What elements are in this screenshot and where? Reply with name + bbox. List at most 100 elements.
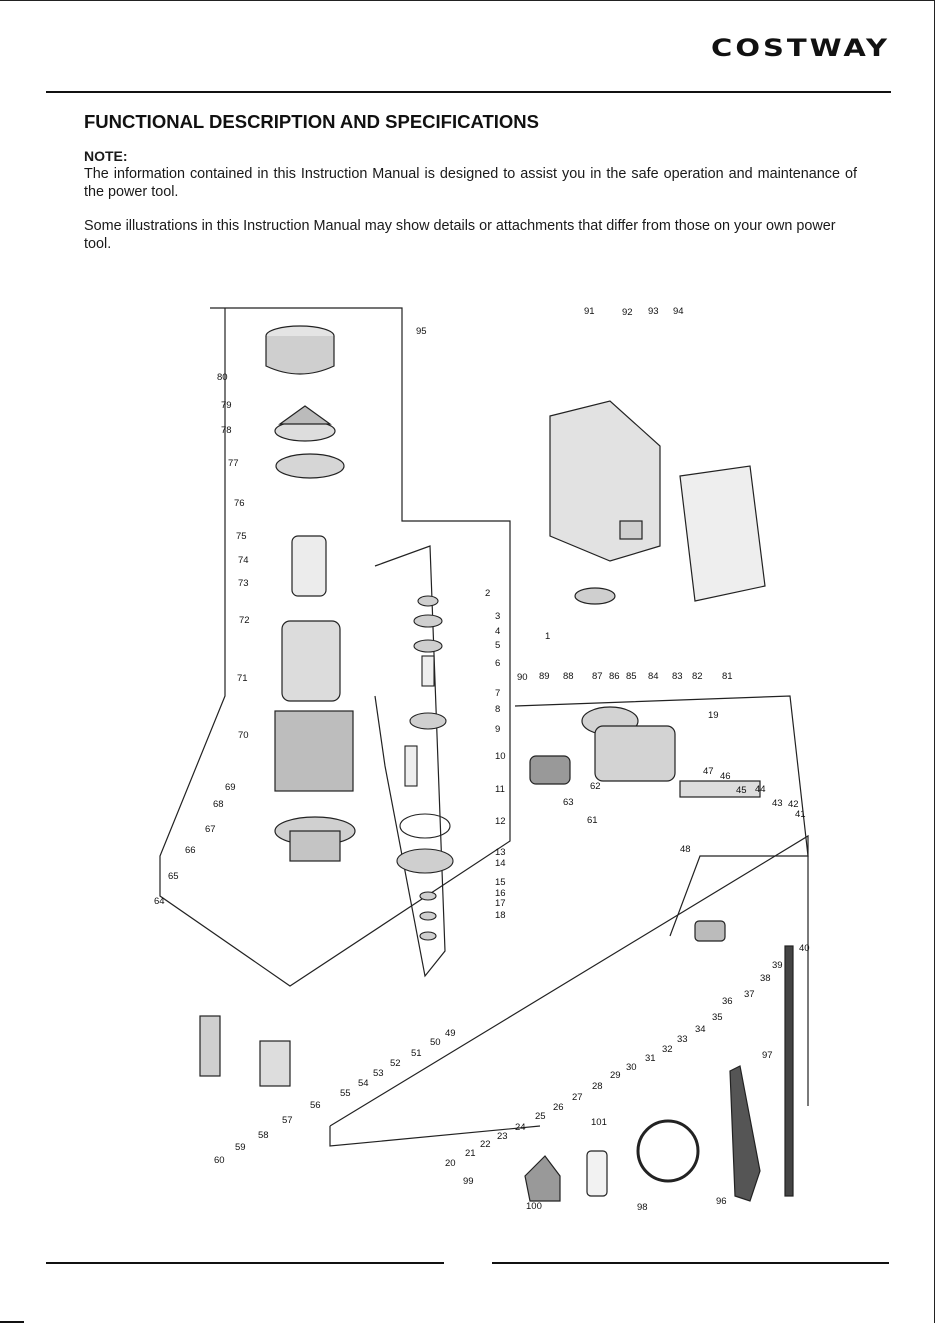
part-label: 86 (609, 671, 620, 682)
part-label: 77 (228, 458, 239, 469)
motor-parts (265, 325, 356, 862)
part-label: 43 (772, 798, 783, 809)
part-label: 11 (495, 784, 505, 795)
part-label: 27 (572, 1092, 583, 1103)
note-label: NOTE: (84, 148, 128, 164)
part-label: 89 (539, 671, 550, 682)
part-label: 5 (495, 640, 500, 651)
part-label: 80 (217, 372, 228, 383)
part-label: 49 (445, 1028, 456, 1039)
part-label: 55 (340, 1088, 351, 1099)
part-label: 36 (722, 996, 733, 1007)
part-label: 8 (495, 704, 500, 715)
part-label: 4 (495, 626, 500, 637)
footer-rule-right (492, 1262, 889, 1264)
part-label: 100 (526, 1201, 542, 1212)
part-label: 96 (716, 1196, 727, 1207)
part-label: 48 (680, 844, 691, 855)
part-label: 95 (416, 326, 427, 337)
part-label: 30 (626, 1062, 637, 1073)
part-label: 78 (221, 425, 232, 436)
part-label: 3 (495, 611, 500, 622)
part-label: 61 (587, 815, 598, 826)
brand-logo: COSTWAY (711, 34, 890, 62)
part-label: 23 (497, 1131, 508, 1142)
part-label: 9 (495, 724, 500, 735)
part-label: 99 (463, 1176, 474, 1187)
part-label: 46 (720, 771, 731, 782)
part-label: 31 (645, 1053, 656, 1064)
part-label: 97 (762, 1050, 773, 1061)
part-label: 2 (485, 588, 490, 599)
note-paragraph-1: The information contained in this Instru… (84, 166, 857, 200)
part-label: 13 (495, 847, 506, 858)
housing-parts (549, 400, 766, 605)
part-label: 47 (703, 766, 714, 777)
part-label: 45 (736, 785, 747, 796)
part-label: 10 (495, 751, 506, 762)
part-label: 84 (648, 671, 659, 682)
part-label: 59 (235, 1142, 246, 1153)
part-label: 75 (236, 531, 247, 542)
part-label: 87 (592, 671, 603, 682)
part-label: 33 (677, 1034, 688, 1045)
part-label: 7 (495, 688, 500, 699)
part-label: 101 (591, 1117, 607, 1128)
part-label: 76 (234, 498, 245, 509)
part-label: 64 (154, 896, 165, 907)
part-label: 35 (712, 1012, 723, 1023)
part-label: 56 (310, 1100, 321, 1111)
part-label: 28 (592, 1081, 603, 1092)
part-label: 57 (282, 1115, 293, 1126)
part-label: 24 (515, 1122, 526, 1133)
part-label: 71 (237, 673, 248, 684)
part-label: 41 (795, 809, 806, 820)
part-label: 19 (708, 710, 719, 721)
part-label: 14 (495, 858, 506, 869)
part-label: 88 (563, 671, 574, 682)
part-label: 39 (772, 960, 783, 971)
part-label: 44 (755, 784, 766, 795)
part-label: 18 (495, 910, 506, 921)
part-label: 63 (563, 797, 574, 808)
part-label: 65 (168, 871, 179, 882)
head-parts (529, 706, 761, 798)
header-rule (46, 91, 891, 93)
part-label: 34 (695, 1024, 706, 1035)
part-label: 26 (553, 1102, 564, 1113)
part-label: 38 (760, 973, 771, 984)
part-label: 79 (221, 400, 232, 411)
part-label: 62 (590, 781, 601, 792)
part-label: 12 (495, 816, 506, 827)
part-label: 32 (662, 1044, 673, 1055)
part-label: 51 (411, 1048, 422, 1059)
part-label: 82 (692, 671, 703, 682)
part-label: 20 (445, 1158, 456, 1169)
corner-mark (0, 1321, 24, 1323)
part-label: 91 (584, 306, 595, 317)
part-label: 73 (238, 578, 249, 589)
part-label: 29 (610, 1070, 621, 1081)
part-label: 21 (465, 1148, 476, 1159)
diagram-outlines (159, 307, 809, 1147)
part-label: 50 (430, 1037, 441, 1048)
part-label: 68 (213, 799, 224, 810)
part-label: 98 (637, 1202, 648, 1213)
part-label: 60 (214, 1155, 225, 1166)
part-label: 94 (673, 306, 684, 317)
part-label: 69 (225, 782, 236, 793)
part-label: 58 (258, 1130, 269, 1141)
part-label: 93 (648, 306, 659, 317)
part-label: 90 (517, 672, 528, 683)
accessory-parts (199, 920, 794, 1202)
part-label: 22 (480, 1139, 491, 1150)
footer-rule-left (46, 1262, 444, 1264)
part-label: 42 (788, 799, 799, 810)
part-label: 37 (744, 989, 755, 1000)
part-label: 72 (239, 615, 250, 626)
section-title: FUNCTIONAL DESCRIPTION AND SPECIFICATION… (84, 111, 539, 132)
part-label: 66 (185, 845, 196, 856)
part-label: 40 (799, 943, 810, 954)
